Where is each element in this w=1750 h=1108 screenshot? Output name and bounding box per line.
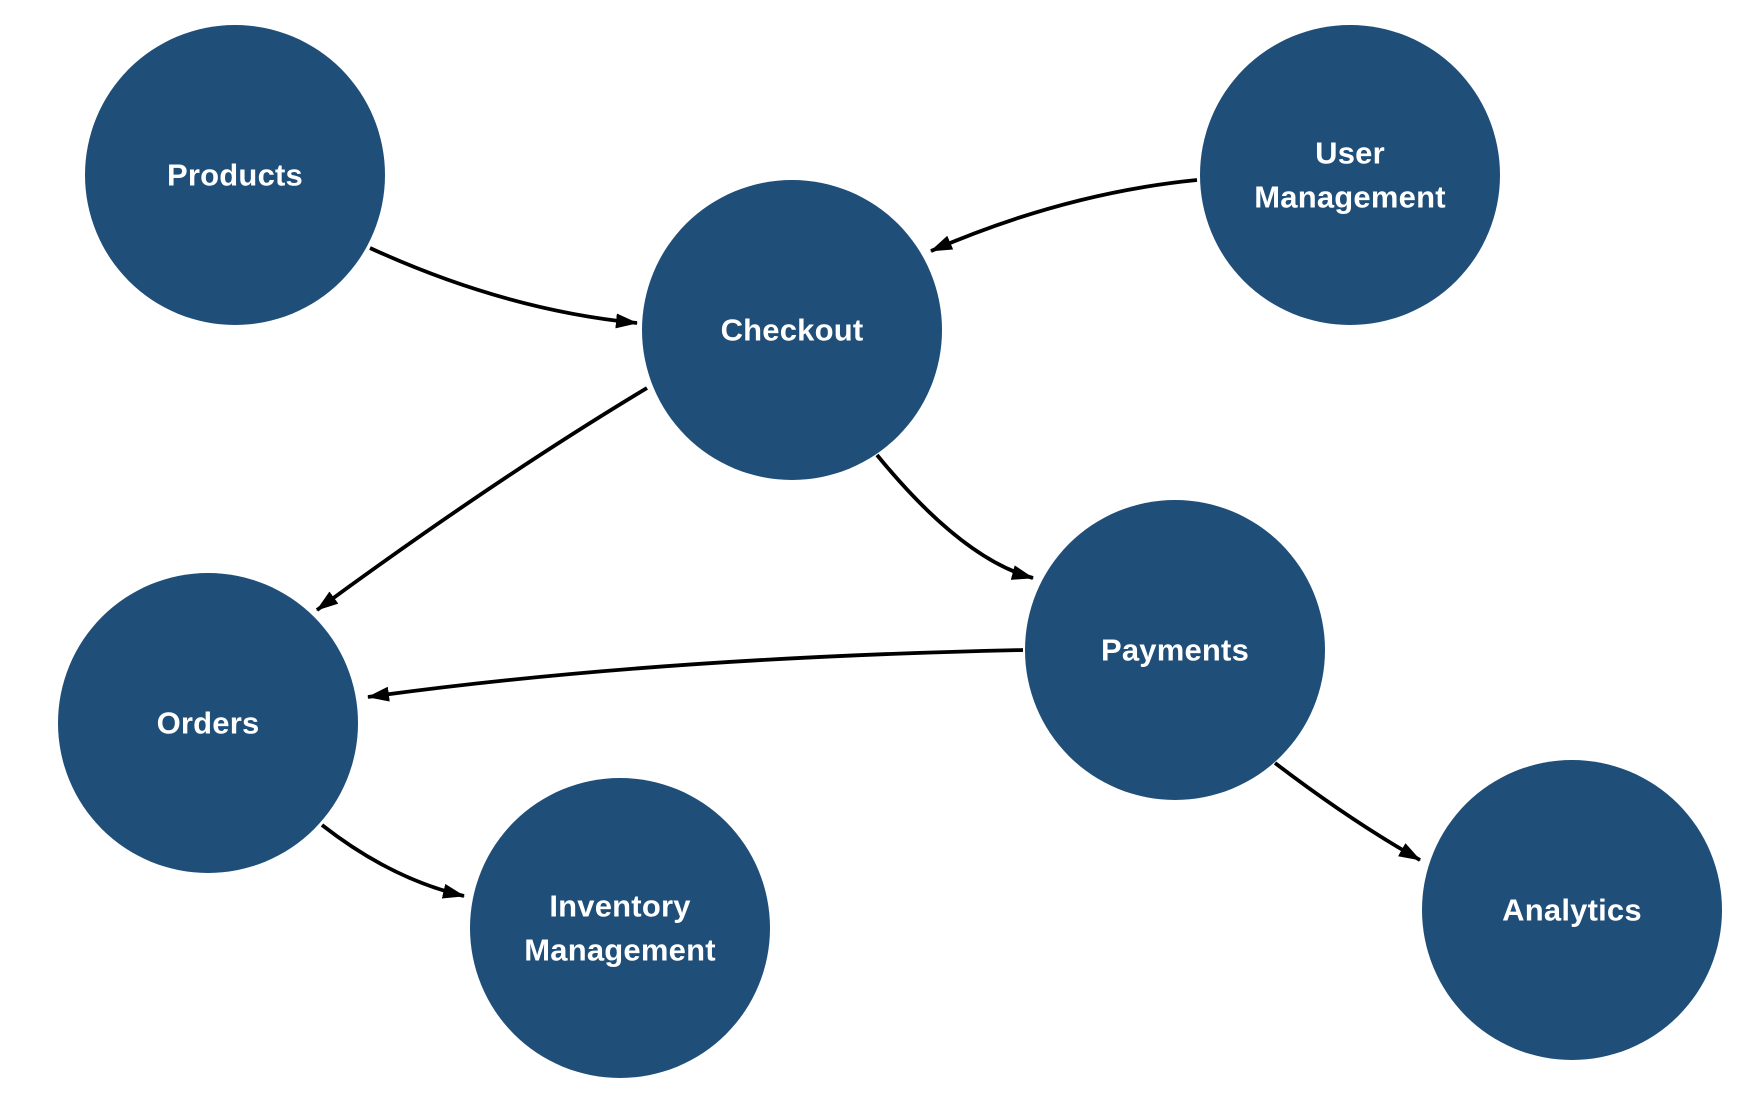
edge-checkout-to-payments: [875, 453, 1034, 580]
node-label-products-line0: Products: [167, 158, 303, 193]
edge-checkout-to-orders: [315, 386, 648, 612]
node-circle-products[interactable]: [85, 25, 385, 325]
node-analytics[interactable]: Analytics: [1422, 760, 1722, 1060]
node-label-user-management-line0: User: [1315, 136, 1385, 171]
node-circle-checkout[interactable]: [642, 180, 942, 480]
node-products[interactable]: Products: [85, 25, 385, 325]
node-circle-orders[interactable]: [58, 573, 358, 873]
node-circle-analytics[interactable]: [1422, 760, 1722, 1060]
node-label-orders-line0: Orders: [157, 706, 260, 741]
node-label-inventory-management-line0: Inventory: [549, 889, 691, 924]
node-orders[interactable]: Orders: [58, 573, 358, 873]
edge-orders-to-inventory-management: [320, 823, 465, 899]
node-label-user-management-line1: Management: [1254, 180, 1445, 215]
edge-payments-to-analytics: [1273, 761, 1421, 862]
node-label-analytics-line0: Analytics: [1502, 893, 1642, 928]
edge-payments-to-orders: [367, 648, 1024, 702]
edge-products-to-checkout: [369, 246, 638, 329]
node-checkout[interactable]: Checkout: [642, 180, 942, 480]
node-label-checkout-line0: Checkout: [721, 313, 864, 348]
node-label-payments-line0: Payments: [1101, 633, 1249, 668]
node-payments[interactable]: Payments: [1025, 500, 1325, 800]
node-circle-payments[interactable]: [1025, 500, 1325, 800]
node-label-inventory-management-line1: Management: [524, 933, 715, 968]
edge-user-management-to-checkout: [930, 178, 1198, 253]
node-circle-user-management[interactable]: [1200, 25, 1500, 325]
node-circle-inventory-management[interactable]: [470, 778, 770, 1078]
